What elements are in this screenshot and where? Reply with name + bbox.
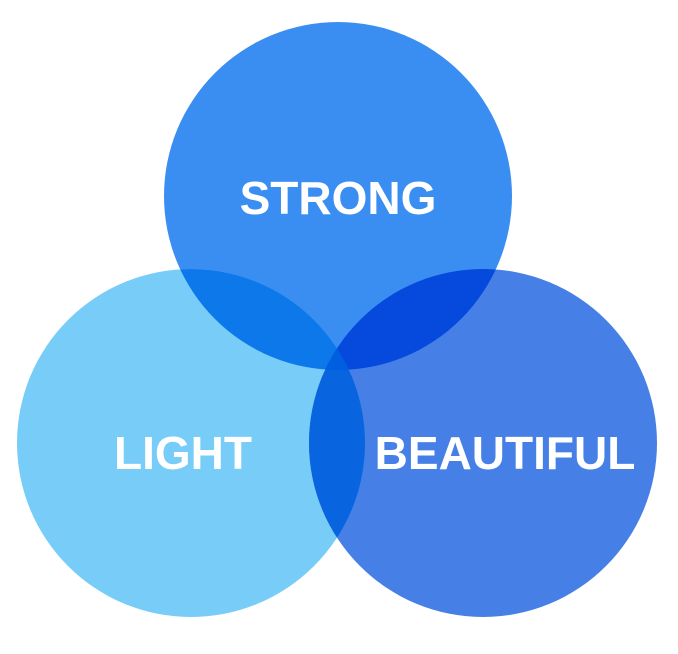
overlap-strong-beautiful (309, 269, 512, 370)
label-strong: STRONG (240, 172, 437, 224)
label-light: LIGHT (114, 427, 252, 479)
overlap-strong-light (164, 269, 365, 370)
label-beautiful: BEAUTIFUL (375, 427, 636, 479)
